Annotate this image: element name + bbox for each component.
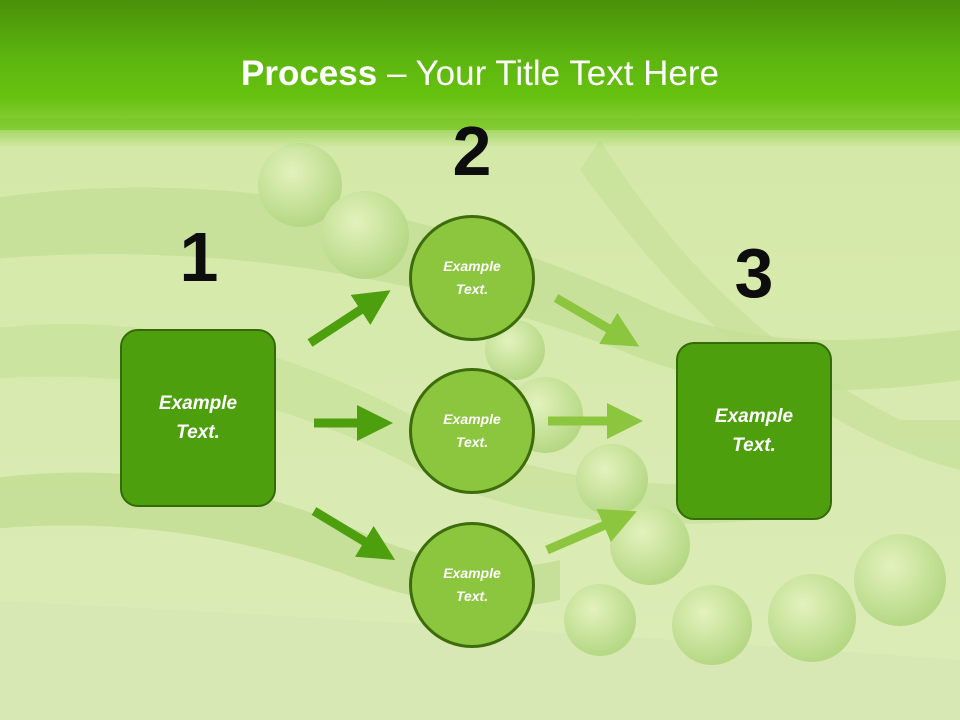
header-fade <box>0 118 960 148</box>
step-box-label: Example Text. <box>714 406 794 456</box>
process-circle-top[interactable]: Example Text. <box>409 215 535 341</box>
header-bar <box>0 0 960 130</box>
step-number-1: 1 <box>179 218 219 296</box>
arrow-right-up-icon <box>307 290 391 347</box>
step-box-3[interactable]: Example Text. <box>676 342 832 520</box>
step-number-2: 2 <box>452 112 492 190</box>
arrow-right-up-icon <box>545 509 637 555</box>
process-circle-bottom[interactable]: Example Text. <box>409 522 535 648</box>
circle-label: Example Text. <box>443 565 501 604</box>
title-bold: Process <box>241 54 378 93</box>
circle-label: Example Text. <box>443 411 501 450</box>
step-box-1[interactable]: Example Text. <box>120 329 276 507</box>
page-title: Process – Your Title Text Here <box>0 52 960 96</box>
arrow-right-down-icon <box>311 507 396 560</box>
circle-label: Example Text. <box>443 258 501 297</box>
title-rest: – Your Title Text Here <box>377 54 719 93</box>
process-circle-middle[interactable]: Example Text. <box>409 368 535 494</box>
step-number-3: 3 <box>734 234 774 312</box>
step-box-label: Example Text. <box>158 393 238 443</box>
arrow-right-down-icon <box>553 294 640 347</box>
